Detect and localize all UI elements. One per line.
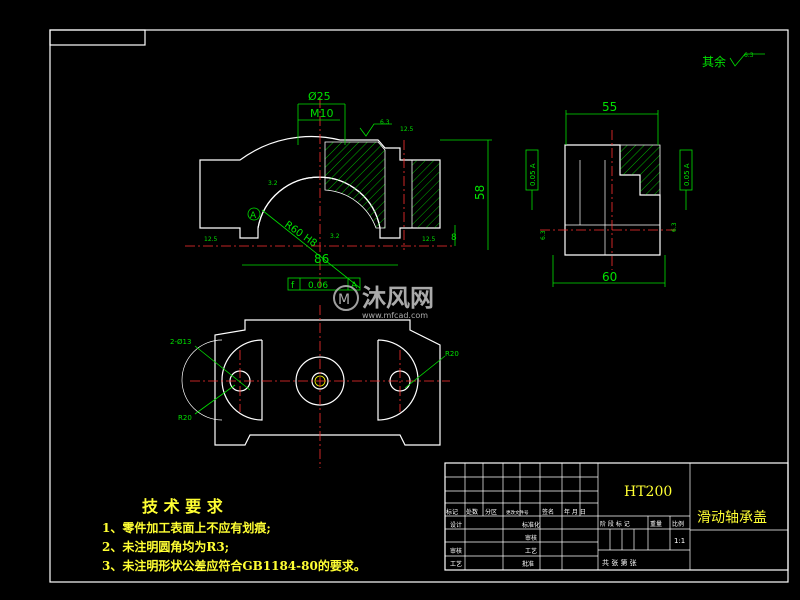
watermark-logo-icon [333, 285, 359, 311]
watermark-url: www.mfcad.com [362, 311, 428, 320]
label-r20-right: R20 [445, 350, 459, 358]
header-zone: 分区 [485, 508, 497, 516]
leader-2phi13 [194, 345, 251, 391]
technical-requirements: 技 术 要 求 1、零件加工表面上不应有划痕; 2、未注明圆角均为R3; 3、未… [102, 497, 366, 573]
title-block: 标记 处数 分区 更改文件号 签名 年 月 日 设计 标准化 审核 工艺 审核 … [444, 462, 789, 571]
leader-r60 [261, 209, 361, 289]
leader-r20-right [404, 355, 446, 389]
side-view: 55 60 0.05 A 0.05 A 6.3 6.3 [525, 100, 693, 287]
row-review-mid: 审核 [525, 534, 537, 542]
top-view: 2-Ø13 R20 R20 [170, 305, 459, 468]
general-roughness-note: 其余 6.3 [702, 52, 765, 69]
stage-grid [598, 463, 788, 570]
datum-a-marker [247, 207, 261, 221]
sheet-count: 共 张 第 张 [602, 558, 637, 567]
dim-r60: R60 H8 [282, 219, 318, 249]
stage-mark: 阶 段 标 记 [600, 520, 630, 528]
fcf-box [287, 277, 361, 291]
top-view-outline [214, 319, 441, 446]
label-r20-left: R20 [178, 414, 192, 422]
front-feature-control-frame: f 0.06 A [287, 277, 361, 291]
scale-label: 比例 [672, 520, 684, 528]
dim-55: 55 [602, 100, 617, 114]
side-rough-left: 6.3 [540, 230, 547, 240]
scale-value: 1:1 [674, 537, 685, 545]
material: HT200 [624, 484, 672, 500]
roughness-note-label: 其余 [702, 54, 726, 69]
title-block-frame [444, 462, 789, 571]
side-fcf-left: 0.05 A [529, 163, 537, 186]
part-name: 滑动轴承盖 [697, 509, 767, 526]
front-section-hatch [324, 141, 386, 229]
roughness-note-value: 6.3 [744, 52, 754, 59]
roughness-small-2: 3.2 [330, 233, 340, 240]
dim-86: 86 [314, 252, 329, 266]
right-ear-boss [377, 339, 419, 421]
revision-grid [445, 463, 599, 570]
side-fcf-right: 0.05 A [683, 163, 691, 186]
row-standard: 标准化 [522, 521, 540, 529]
front-view: Ø25 M10 86 58 8 R60 H8 A 6.3 12.5 12.5 1… [185, 90, 492, 291]
left-ear-boss [221, 339, 263, 421]
header-sign: 签名 [542, 508, 554, 516]
left-ear-outer-arc [181, 339, 223, 421]
fcf-value: 0.06 [308, 281, 328, 291]
front-section-hatch-right [411, 159, 441, 229]
fcf-datum: A [351, 281, 358, 291]
watermark-brand: 沐风网 [362, 284, 434, 312]
dim-phi25: Ø25 [308, 90, 331, 103]
roughness-top: 6.3 [380, 119, 390, 126]
side-section-hatch [619, 144, 661, 196]
dim-58: 58 [473, 185, 487, 200]
dim-m10: M10 [310, 107, 334, 120]
row-review: 审核 [450, 547, 462, 555]
dim-60: 60 [602, 270, 617, 284]
roughness-left: 12.5 [204, 236, 218, 243]
drawing-border [49, 29, 789, 583]
tech-req-item-3: 3、未注明形状公差应符合GB1184-80的要求。 [102, 558, 366, 573]
reverse-code-box [49, 29, 146, 46]
front-view-outline [199, 135, 441, 239]
roughness-right: 12.5 [422, 236, 436, 243]
header-mark: 标记 [446, 508, 458, 516]
row-process: 工艺 [450, 560, 462, 568]
row-process-mid: 工艺 [525, 547, 537, 555]
tech-req-title: 技 术 要 求 [142, 497, 224, 516]
header-count: 处数 [466, 508, 478, 516]
roughness-symbol-icon [729, 53, 765, 67]
header-date: 年 月 日 [564, 508, 586, 516]
tech-req-item-1: 1、零件加工表面上不应有划痕; [102, 520, 271, 535]
roughness-mid: 12.5 [400, 126, 414, 133]
leader-r20-left [194, 384, 236, 415]
roughness-small-1: 3.2 [268, 180, 278, 187]
row-approve: 批准 [522, 560, 534, 568]
tech-req-item-2: 2、未注明圆角均为R3; [102, 539, 229, 554]
watermark: M 沐风网 www.mfcad.com [333, 284, 434, 320]
row-design: 设计 [450, 521, 462, 529]
weight-label: 重量 [650, 520, 662, 528]
dim-8: 8 [451, 233, 457, 243]
header-change-doc: 更改文件号 [506, 509, 529, 516]
watermark-logo-glyph: M [338, 292, 350, 308]
label-2phi13: 2-Ø13 [170, 338, 191, 346]
fcf-symbol: f [291, 281, 295, 291]
side-rough-right: 6.3 [671, 222, 678, 232]
datum-a-label: A [250, 211, 257, 221]
roughness-symbol-icon [359, 123, 392, 137]
